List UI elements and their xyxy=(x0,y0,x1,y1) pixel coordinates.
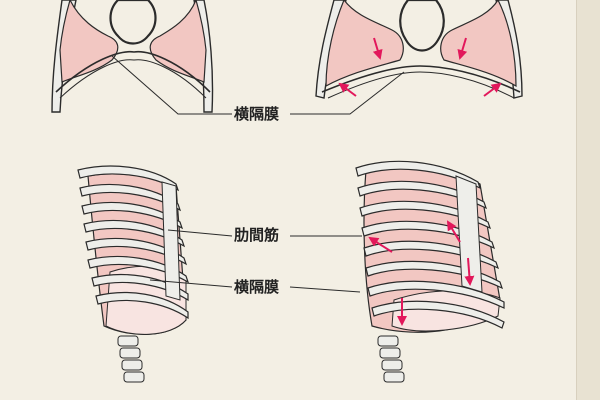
leader-intercostal-left xyxy=(167,229,233,237)
diaphragm-flat-band-inner xyxy=(327,71,515,99)
diaphragm-lower-band-inner xyxy=(59,59,207,99)
diaphragm-dome-left xyxy=(59,0,119,83)
leader-lines xyxy=(111,55,405,293)
label-diaphragm-top: 横隔膜 xyxy=(234,105,280,123)
leader-diaphragm-bottom-right xyxy=(289,286,361,293)
ribs-right xyxy=(355,160,505,329)
sternum-left xyxy=(161,181,181,301)
ribcage-relaxed-figure xyxy=(77,165,190,383)
arrow-diaphragm-down-right xyxy=(464,257,475,286)
arrow-down-right xyxy=(457,37,468,60)
diaphragm-dome-right xyxy=(149,0,207,83)
central-tendon xyxy=(109,0,157,45)
arrow-outward-left xyxy=(338,82,357,97)
leader-diaphragm-bottom-left xyxy=(149,279,233,288)
ribcage-expanded-figure xyxy=(355,160,505,383)
diaphragm-contracted-figure xyxy=(315,0,523,99)
diaphragm-lower-band xyxy=(55,50,211,93)
leader-diaphragm-top-right xyxy=(290,71,405,115)
central-tendon-2 xyxy=(399,0,445,52)
page-edge xyxy=(576,0,600,400)
ribs-left xyxy=(77,165,190,320)
label-intercostal-muscles: 肋間筋 xyxy=(234,226,280,244)
diaphragm-muscle-left-2 xyxy=(325,0,404,88)
diaphragm-flat-band xyxy=(321,65,521,93)
arrow-outward-right xyxy=(483,82,502,97)
spine-left xyxy=(117,335,145,383)
arrow-down-left xyxy=(372,37,383,60)
leader-diaphragm-top-left xyxy=(111,55,232,115)
sternum-right xyxy=(455,175,483,293)
arrow-rib-up-right xyxy=(446,220,461,243)
spine-right xyxy=(377,335,405,383)
arrow-rib-up-left xyxy=(368,236,393,253)
diaphragm-relaxed-figure xyxy=(51,0,214,113)
label-diaphragm-bottom: 横隔膜 xyxy=(234,278,280,296)
diaphragm-muscle-right-2 xyxy=(440,0,517,88)
